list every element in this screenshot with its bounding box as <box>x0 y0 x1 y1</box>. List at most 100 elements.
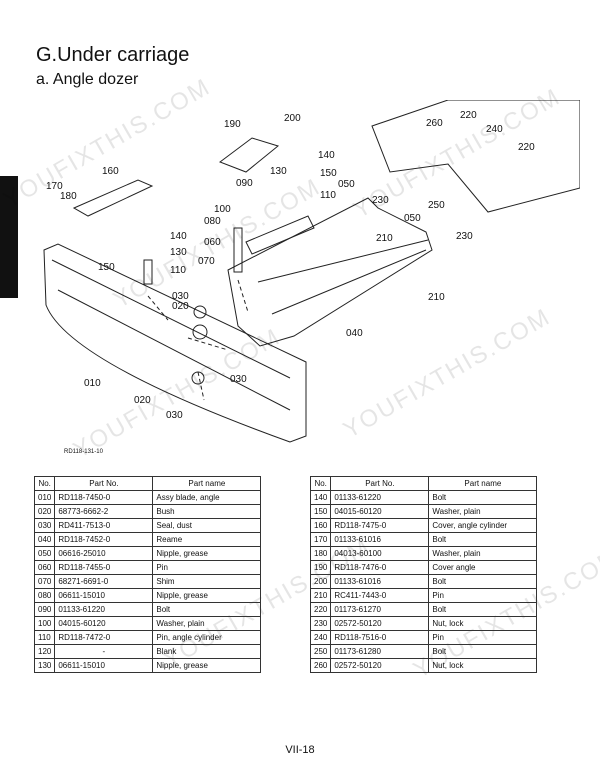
cell-part-name: Bolt <box>428 644 538 659</box>
cell-part-name: Bush <box>152 504 262 519</box>
pin-110-shape <box>143 259 153 285</box>
callout-150: 150 <box>98 262 115 273</box>
cell-no: 070 <box>33 574 56 589</box>
callout-130: 130 <box>170 247 187 258</box>
cell-no: 010 <box>33 490 56 505</box>
cell-part-no: 04015-60120 <box>54 616 154 631</box>
header-no: No. <box>33 476 56 491</box>
cell-part-no: 04015-60120 <box>330 504 430 519</box>
reame-frame-shape <box>227 197 433 347</box>
table-row: 120-Blank <box>33 644 262 659</box>
cell-part-no: 06611-15010 <box>54 658 154 673</box>
subsection-title: a. Angle dozer <box>36 71 139 88</box>
cell-no: 220 <box>309 602 332 617</box>
cell-part-name: Bolt <box>428 574 538 589</box>
cell-no: 190 <box>309 560 332 575</box>
callout-210: 210 <box>376 233 393 244</box>
cell-part-name: Nipple, grease <box>152 658 262 673</box>
cell-part-no: 06611-15010 <box>54 588 154 603</box>
cell-no: 040 <box>33 532 56 547</box>
callout-250: 250 <box>428 200 445 211</box>
seal-030-shape <box>193 305 207 319</box>
cell-no: 240 <box>309 630 332 645</box>
callout-200: 200 <box>284 113 301 124</box>
section-title: G.Under carriage <box>36 44 190 66</box>
blade-curve-line <box>51 259 291 411</box>
cell-part-name: Blank <box>152 644 262 659</box>
callout-080: 080 <box>204 216 221 227</box>
header-part-name: Part name <box>152 476 262 491</box>
cell-part-no: - <box>54 644 154 659</box>
callout-030: 030 <box>230 374 247 385</box>
cell-no: 160 <box>309 518 332 533</box>
cell-no: 080 <box>33 588 56 603</box>
cell-part-name: Nut, lock <box>428 658 538 673</box>
callout-030: 030 <box>172 291 189 302</box>
cell-part-no: 02572-50120 <box>330 658 430 673</box>
header-no: No. <box>309 476 332 491</box>
cell-part-no: 01173-61280 <box>330 644 430 659</box>
cell-no: 110 <box>33 630 56 645</box>
callout-050: 050 <box>404 213 421 224</box>
callout-110: 110 <box>320 190 336 201</box>
bush-020-shape <box>192 324 208 340</box>
cell-part-no: 68271-6691-0 <box>54 574 154 589</box>
cell-part-no: 01133-61220 <box>330 490 430 505</box>
pin-060-shape <box>233 227 243 273</box>
callout-260: 260 <box>426 118 443 129</box>
callout-110: 110 <box>170 265 186 276</box>
cell-part-no: 01133-61016 <box>330 532 430 547</box>
callout-140: 140 <box>318 150 335 161</box>
cell-part-no: 68773-6662-2 <box>54 504 154 519</box>
cell-part-name: Nipple, grease <box>152 546 262 561</box>
cell-part-no: RD118-7455-0 <box>54 560 154 575</box>
cell-part-no: 06616-25010 <box>54 546 154 561</box>
section-tab-marker <box>0 176 18 298</box>
diagram-reference-code: RD118-131-10 <box>64 449 104 455</box>
cell-no: 020 <box>33 504 56 519</box>
callout-020: 020 <box>134 395 151 406</box>
cell-part-name: Nipple, grease <box>152 588 262 603</box>
cell-no: 120 <box>33 644 56 659</box>
cover-190-shape <box>218 137 280 173</box>
cell-part-name: Cover angle <box>428 560 538 575</box>
cell-part-name: Seal, dust <box>152 518 262 533</box>
exploded-parts-diagram: 010 020 020 030 030 030 040 050 050 060 … <box>28 100 580 460</box>
cell-part-no: RD118-7472-0 <box>54 630 154 645</box>
callout-240: 240 <box>486 124 503 135</box>
callout-090: 090 <box>236 178 253 189</box>
callout-150: 150 <box>320 168 337 179</box>
callout-230: 230 <box>372 195 389 206</box>
cover-160-shape <box>72 179 154 217</box>
cell-part-name: Nut, lock <box>428 616 538 631</box>
callout-060: 060 <box>204 237 221 248</box>
frame-bracket-shape <box>371 100 580 213</box>
callout-140: 140 <box>170 231 187 242</box>
cell-part-name: Assy blade, angle <box>152 490 262 505</box>
callout-160: 160 <box>102 166 119 177</box>
reame-arm-line <box>257 239 429 315</box>
callout-020: 020 <box>172 301 189 312</box>
cell-part-name: Washer, plain <box>428 504 538 519</box>
cell-part-no: RD118-7516-0 <box>330 630 430 645</box>
callout-040: 040 <box>346 328 363 339</box>
cell-part-name: Bolt <box>428 532 538 547</box>
